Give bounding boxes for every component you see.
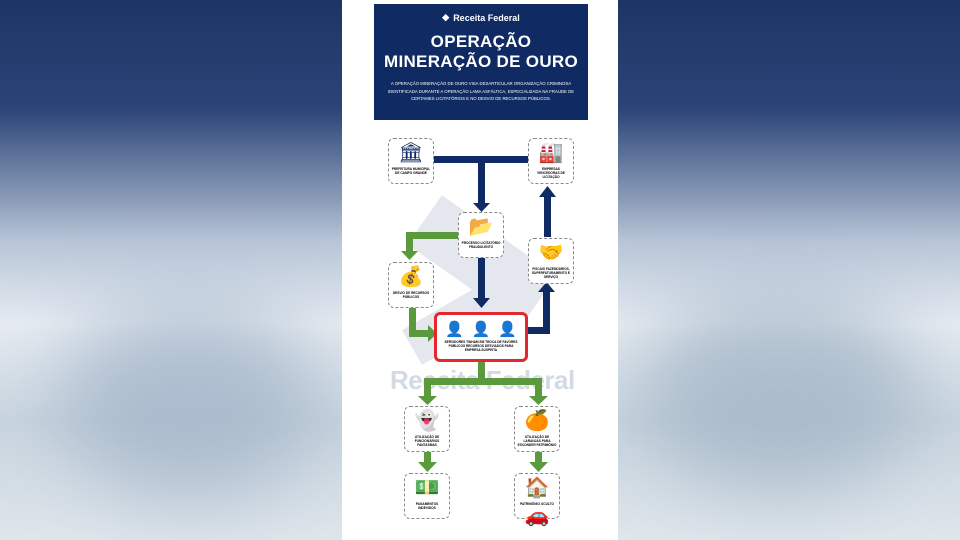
node-label: Utilização de laranjas para esconder pat…: [517, 435, 557, 447]
bribe-handshake-icon: 🤝: [538, 242, 564, 264]
connector-line: [409, 308, 416, 336]
connector-line: [535, 378, 542, 398]
connector-line: [478, 362, 485, 380]
arrow-head: [539, 186, 556, 197]
arrow-head: [418, 396, 437, 405]
ghost-icon: 👻: [414, 410, 440, 432]
node-label: Prefeitura Municipal de Campo Grande: [391, 167, 431, 175]
arrow-head: [401, 251, 418, 260]
government-building-icon: 🏛: [398, 142, 424, 164]
connector-line: [409, 330, 429, 337]
connector-line: [478, 156, 485, 206]
factory-icon: 🏭: [538, 142, 564, 164]
arrow-head: [473, 203, 490, 212]
node-label: Processo licitatório fraudulento: [461, 241, 501, 249]
node-label: Utilização de funcionários fantasmas: [414, 435, 440, 447]
background-blur: [60, 300, 320, 500]
folder-icon: 📂: [468, 216, 494, 238]
arrow-head: [529, 462, 548, 472]
connector-line: [406, 232, 458, 239]
node-label: Desvio de recursos públicos: [392, 291, 430, 299]
arrow-head: [529, 396, 548, 405]
background-blur: [640, 290, 920, 490]
node-empresas: 🏭 Empresas vencedoras de licitação: [528, 138, 574, 184]
node-prefeitura: 🏛 Prefeitura Municipal de Campo Grande: [388, 138, 434, 184]
node-label: Pagamentos indevidos: [415, 502, 439, 510]
connector-line: [528, 327, 550, 334]
description: A Operação Mineração de Ouro visa desart…: [387, 81, 575, 101]
connector-line: [543, 290, 550, 334]
connector-line: [424, 378, 542, 385]
receita-logo-icon: ◆: [442, 12, 450, 22]
arrow-head: [428, 325, 437, 342]
connector-line: [535, 452, 542, 464]
arrow-head: [538, 282, 555, 292]
orange-icon: 🍊: [524, 410, 550, 432]
money-bag-icon: 💰: [398, 266, 424, 288]
node-label: Servidores tinham em troca de favores pú…: [444, 340, 518, 352]
arrow-head: [418, 462, 437, 472]
node-pag-indevidos: 💵 Pagamentos indevidos: [404, 473, 450, 519]
node-servidores: 👤👤👤 Servidores tinham em troca de favore…: [434, 312, 528, 362]
title-line: MINERAÇÃO DE OURO: [384, 52, 578, 71]
node-pagamentos: 🤝 Fiscais fazendários, superfaturamento e…: [528, 238, 574, 284]
house-car-money-icon: 🏠🚗: [524, 477, 550, 527]
connector-line: [544, 195, 551, 237]
node-laranjas: 🍊 Utilização de laranjas para esconder pa…: [514, 406, 560, 452]
title-line: OPERAÇÃO: [430, 32, 532, 51]
flow-arrows: [401, 156, 556, 472]
connector-line: [478, 258, 485, 300]
logo: ◆Receita Federal: [374, 12, 588, 23]
logo-text: Receita Federal: [453, 12, 520, 23]
node-patrimonio: 🏠🚗Patrimônio oculto: [514, 473, 560, 527]
connector-line: [424, 452, 431, 464]
node-label: Empresas vencedoras de licitação: [537, 167, 565, 179]
node-processo: 📂 Processo licitatório fraudulento: [458, 212, 504, 258]
node-label: Patrimônio oculto: [520, 502, 554, 506]
node-desvio: 💰 Desvio de recursos públicos: [388, 262, 434, 308]
cash-stack-icon: 💵: [414, 477, 440, 499]
node-label: Fiscais fazendários, superfaturamento e …: [531, 267, 571, 279]
arrow-head: [473, 298, 490, 308]
officials-icon: 👤👤👤: [444, 321, 518, 338]
node-fantasmas: 👻 Utilização de funcionários fantasmas: [404, 406, 450, 452]
connector-line: [424, 378, 431, 398]
connector-line: [406, 232, 413, 254]
infographic: Receita Federal ◆Receita Federal OPERAÇÃ…: [342, 0, 618, 540]
